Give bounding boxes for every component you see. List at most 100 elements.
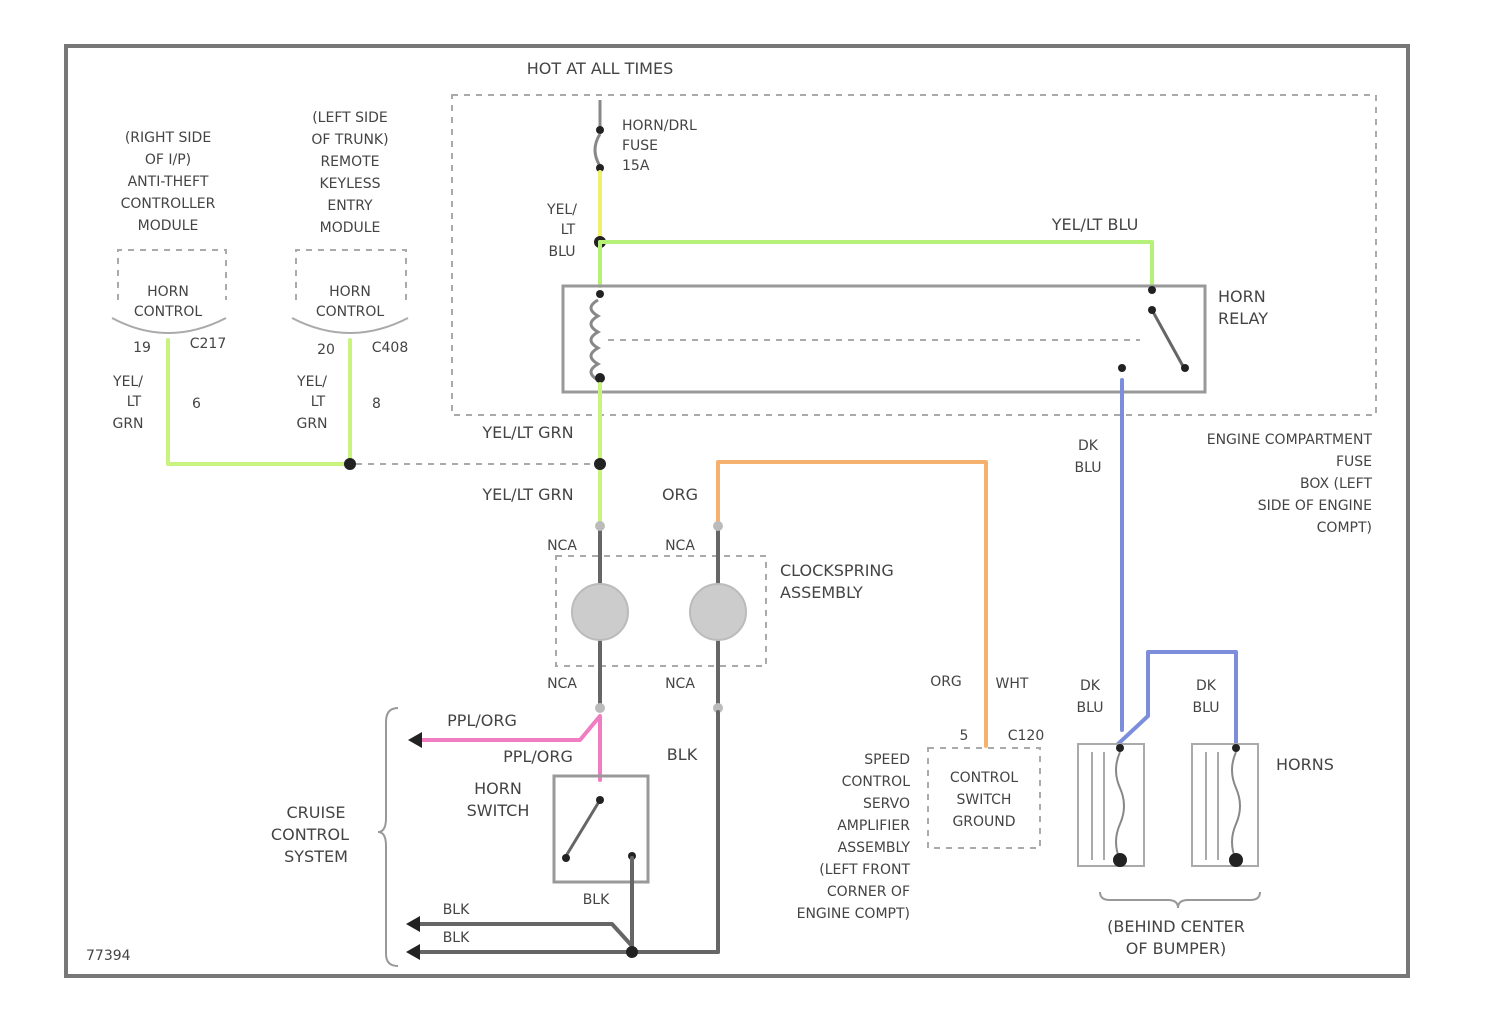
horn-drl-fuse-label: FUSE [622,138,658,154]
wire-label-yel-lt-blu-vertical: YEL/ [546,202,577,218]
relay-terminal [1118,364,1126,372]
wire-label-dk-blu: DK [1080,678,1101,694]
keyless-entry-module-label: ENTRY [327,198,373,214]
connector-label: C408 [372,340,409,356]
switch-terminal [562,854,570,862]
wire-tag: 8 [372,396,381,412]
wire-label-yel-lt-grn-vertical: LT [127,394,142,410]
wire-label-yel-lt-grn: YEL/LT GRN [481,485,573,504]
wire-label-dk-blu: DK [1078,438,1099,454]
wire-arrow [408,732,422,748]
connector-terminal [713,521,723,531]
cruise-control-label: CONTROL [271,825,349,844]
wire-label-org: ORG [662,485,698,504]
engine-fuse-box-label: FUSE [1336,454,1372,470]
wire-label-dk-blu: BLU [1075,460,1102,476]
wire-label-blk: BLK [443,930,470,946]
wire-label-wht: WHT [996,676,1029,692]
wire-tag: 6 [192,396,201,412]
connector-label: C120 [1008,728,1045,744]
keyless-entry-horn-control-arc [292,318,408,333]
wire-label-yel-lt-grn-vertical: YEL/ [112,374,143,390]
clockspring-coil [572,584,628,640]
wire-label-yel-lt-grn: YEL/LT GRN [481,423,573,442]
wire-label-yel-lt-blu-vertical: LT [561,222,576,238]
wire-label-ppl-org: PPL/ORG [447,711,517,730]
hot-at-all-times-label: HOT AT ALL TIMES [527,59,673,78]
cruise-control-label: CRUISE [287,803,346,822]
engine-fuse-box-label: COMPT) [1317,520,1372,536]
horn-control-label: CONTROL [134,304,203,320]
anti-theft-module-label: (RIGHT SIDE [125,130,211,146]
pin-label: 20 [317,342,335,358]
control-switch-ground-label: SWITCH [957,792,1012,808]
relay-terminal [1181,364,1189,372]
splice-dot [626,946,638,958]
horn-drl-fuse-label: 15A [622,158,650,174]
nca-label: NCA [665,538,695,554]
wire-label-blk: BLK [667,745,698,764]
clockspring-label: CLOCKSPRING [780,561,894,580]
connector-label: C217 [190,336,227,352]
wire-label-dk-blu: BLU [1193,700,1220,716]
engine-fuse-box-label: ENGINE COMPARTMENT [1207,432,1373,448]
anti-theft-module-label: OF I/P) [145,152,191,168]
pin-label: 19 [133,340,151,356]
relay-coil [591,300,598,380]
wire-label-blk: BLK [443,902,470,918]
horns-label: HORNS [1276,755,1334,774]
clockspring-coil [690,584,746,640]
nca-label: NCA [547,538,577,554]
switch-terminal [596,796,604,804]
horn-switch-label: HORN [474,779,522,798]
wire-org [718,462,986,746]
wire-label-org: ORG [930,674,962,690]
keyless-entry-module-label: OF TRUNK) [311,132,388,148]
speed-control-label: ENGINE COMPT) [797,906,910,922]
relay-terminal [1148,306,1156,314]
cruise-control-label: SYSTEM [284,847,348,866]
horn-right [1192,744,1258,867]
wire-label-blk: BLK [583,892,610,908]
engine-fuse-box-label: BOX (LEFT [1300,476,1372,492]
horn-switch-contact [566,800,600,856]
keyless-entry-module-label: MODULE [320,220,381,236]
wire-label-yel-lt-grn-vertical: GRN [296,416,327,432]
keyless-entry-module-label: (LEFT SIDE [312,110,388,126]
clockspring-label: ASSEMBLY [780,583,863,602]
relay-terminal [1148,286,1156,294]
wire-label-yel-lt-blu-vertical: BLU [549,244,576,260]
wire-arrow [406,944,420,960]
fuse-box-enclosure [452,95,1376,415]
splice-dot [594,458,606,470]
cruise-control-brace [378,708,398,966]
wire-label-ppl-org: PPL/ORG [503,747,573,766]
speed-control-label: ASSEMBLY [838,840,911,856]
relay-switch-contact [1152,310,1184,368]
behind-bumper-label: (BEHIND CENTER [1107,917,1245,936]
control-switch-ground-label: GROUND [952,814,1015,830]
speed-control-label: CONTROL [842,774,911,790]
connector-terminal [595,521,605,531]
keyless-entry-module-label: KEYLESS [320,176,381,192]
wire-label-dk-blu: DK [1196,678,1217,694]
wire-label-yel-lt-grn-vertical: YEL/ [296,374,327,390]
anti-theft-horn-control-arc [112,318,226,333]
speed-control-label: (LEFT FRONT [819,862,910,878]
wire-label-dk-blu: BLU [1077,700,1104,716]
horn-control-label: HORN [329,284,371,300]
anti-theft-module-label: ANTI-THEFT [128,174,209,190]
connector-terminal [595,703,605,713]
horn-left [1078,744,1144,867]
pin-label: 5 [960,728,969,744]
speed-control-label: AMPLIFIER [837,818,910,834]
wire-dk-blu-horns [1118,652,1236,744]
horn-relay-label: HORN [1218,287,1266,306]
horn-control-label: HORN [147,284,189,300]
keyless-entry-module-label: REMOTE [320,154,379,170]
wire-arrow [406,916,420,932]
control-switch-ground-label: CONTROL [950,770,1019,786]
horn-relay-label: RELAY [1218,309,1268,328]
behind-bumper-label: OF BUMPER) [1126,939,1227,958]
